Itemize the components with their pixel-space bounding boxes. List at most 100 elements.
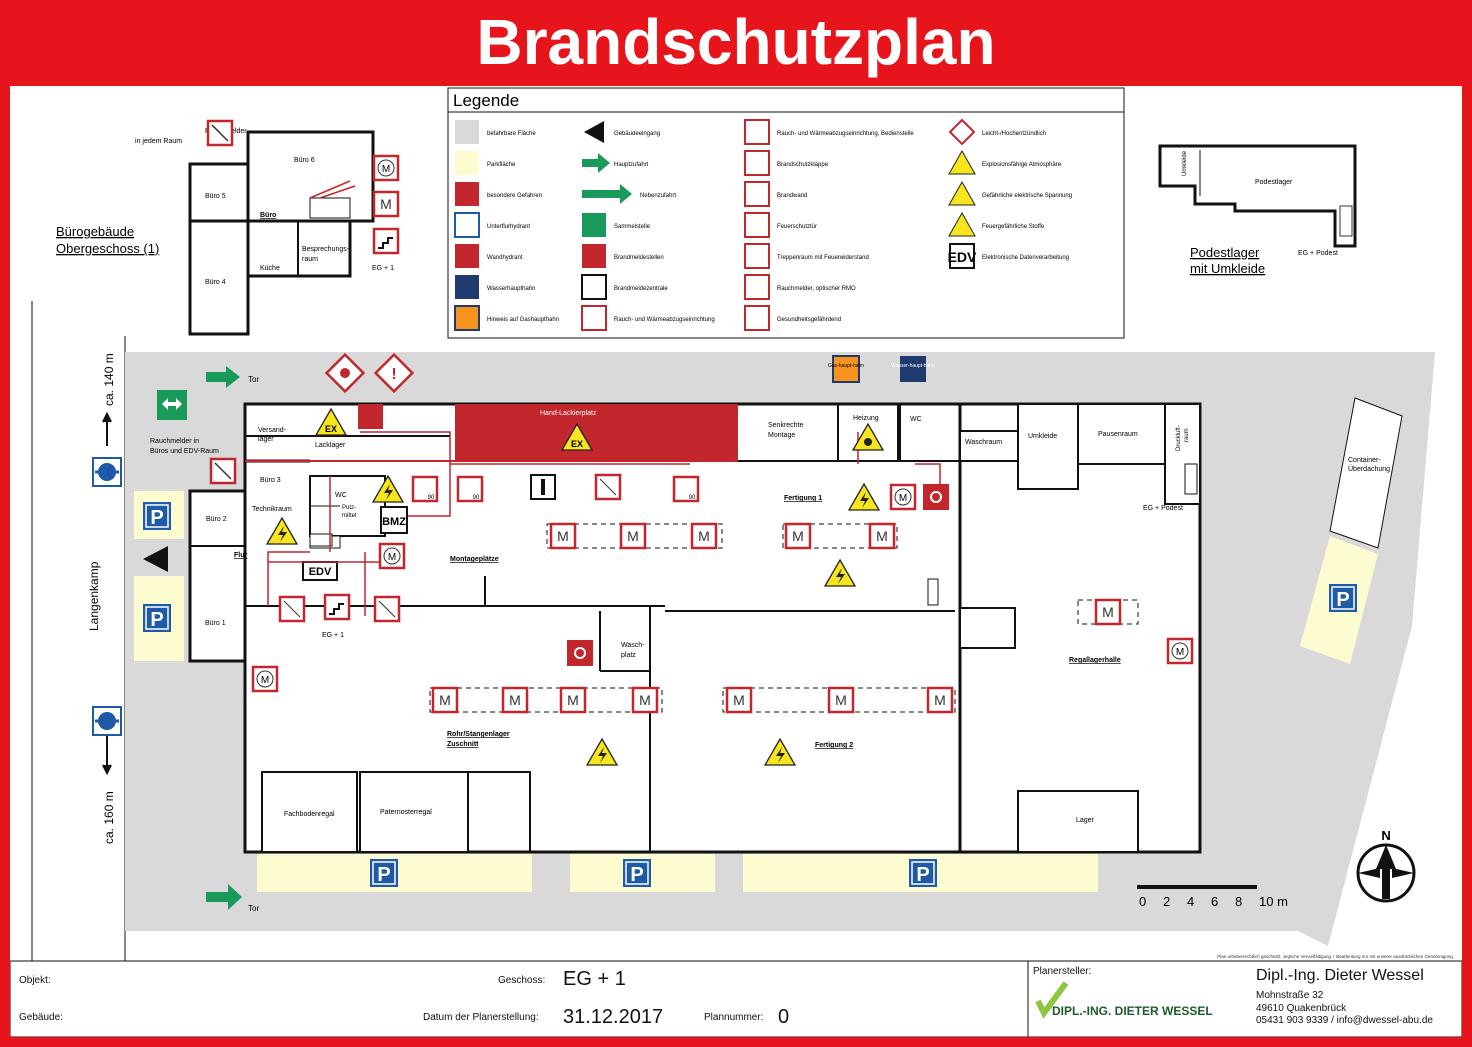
room-label: Hand-Lackierplatz — [540, 410, 597, 417]
parking-sign-south-1 — [369, 858, 399, 888]
upper-room-besprechung-2: raum — [302, 256, 318, 263]
room-labels: Versand- lager Lacklager Hand-Lackierpla… — [205, 410, 1190, 824]
legend-access-arrow-icon — [582, 184, 632, 204]
svg-text:Wasser-haupt-hahn: Wasser-haupt-hahn — [891, 363, 935, 369]
legend-hazard-icon — [948, 211, 976, 237]
legend-item-label: Gesundheitsgefährdend — [777, 317, 841, 323]
legend-swatch-icon — [455, 244, 479, 268]
planersteller-label: Planersteller: — [1033, 966, 1092, 977]
svg-text:!: ! — [391, 366, 396, 383]
room-label: EG + 1 — [322, 632, 344, 639]
smoke-detector-icon — [206, 119, 234, 147]
flammable-diamond-icon — [324, 352, 366, 394]
room-label: lager — [258, 436, 274, 443]
legend-hazard-icon — [948, 118, 976, 146]
datum-label: Datum der Planerstellung: — [423, 1012, 539, 1023]
upper-caption-1: Bürogebäude — [56, 224, 134, 239]
plan-title: Brandschutzplan — [476, 6, 996, 78]
rwa-icon — [372, 190, 400, 218]
parking-sign-east — [1328, 583, 1358, 613]
svg-text:Gas-haupt-hahn: Gas-haupt-hahn — [828, 363, 864, 369]
upper-smoke-note-2: in jedem Raum — [135, 138, 182, 145]
scale-tick-label: 2 — [1163, 894, 1170, 909]
parking-sign-west-2 — [142, 603, 172, 633]
distance-top: ca. 140 m — [102, 353, 116, 406]
parking-sign-south-2 — [622, 858, 652, 888]
planner-logo-icon — [1035, 981, 1069, 1019]
podest-caption-2: mit Umkleide — [1190, 261, 1265, 276]
rwa-icon — [501, 686, 529, 714]
room-label: Montageplätze — [450, 556, 499, 563]
legend-item-label: Elektronische Datenverarbeitung — [982, 255, 1069, 261]
container-label-2: Überdachung — [1348, 465, 1390, 473]
rwa-icon — [784, 522, 812, 550]
rwa-icon — [431, 686, 459, 714]
legend-item-label: Leicht-/Hochentzündlich — [982, 131, 1046, 137]
upper-room-buero-5: Büro 5 — [205, 193, 226, 200]
upper-room-besprechung-1: Besprechungs- — [302, 246, 350, 253]
legend-swatch-icon — [455, 120, 479, 144]
rwa-icon — [559, 686, 587, 714]
room-label: Büro 1 — [205, 620, 226, 627]
svg-text:M: M — [1176, 647, 1184, 658]
svg-text:EX: EX — [571, 439, 583, 449]
upper-room-buero: Büro — [260, 212, 276, 219]
legend-item-label: Parkfläche — [487, 162, 516, 168]
room-label: WC — [910, 416, 922, 423]
plan-sheet: M P Rauchmelder in jedem Raum Büro 6 — [9, 86, 1463, 1038]
hydrant-icon-2 — [92, 706, 122, 736]
legend-item-label: Rauch- und Wärmeabzugseinrichtung, Bedie… — [777, 131, 914, 137]
podest-plan: Podestlager Umkleide EG + Podest Podestl… — [1158, 144, 1357, 276]
room-label: Versand- — [258, 427, 287, 434]
legend-item-label: Brandmeldezentrale — [614, 286, 668, 292]
legend-swatch-icon — [744, 181, 770, 207]
room-label: Lacklager — [315, 442, 346, 449]
fire-damper-icon — [373, 595, 401, 623]
edv-sign-text: EDV — [309, 566, 332, 578]
legend-item-label: befahrbare Fläche — [487, 131, 536, 137]
rwa-control-icon: M — [378, 542, 406, 570]
stairwell-icon — [323, 593, 351, 621]
legend-item-label: Gefährliche elektrische Spannung — [982, 193, 1072, 199]
container-label-1: Container- — [1348, 457, 1381, 464]
legend-item-label: Unterflurhydrant — [487, 224, 530, 230]
room-label: Heizung — [853, 415, 879, 422]
room-label: Fertigung 2 — [815, 742, 853, 749]
legend-item-label: besondere Gefahren — [487, 193, 542, 199]
rwa-icon — [631, 686, 659, 714]
svg-text:M: M — [261, 675, 269, 686]
podest-room: Podestlager — [1255, 179, 1293, 186]
legend-swatch-icon — [582, 244, 606, 268]
legend-item-label: Rauchmelder, optischer RMO — [777, 286, 856, 292]
gebaeude-label: Gebäude: — [19, 1012, 63, 1023]
legend-item-label: Rauch- und Wärmeabzugseinrichtung — [614, 317, 715, 323]
geschoss-value: EG + 1 — [563, 968, 626, 990]
copyright-note: Plan urheberrechtlich geschützt. Jeglich… — [1217, 954, 1454, 959]
planner-logo-text: DIPL.-ING. DIETER WESSEL — [1052, 1004, 1213, 1018]
stairwell-icon — [372, 227, 400, 255]
upper-stair-label: EG + 1 — [372, 265, 394, 272]
scale-tick-label: 8 — [1235, 894, 1242, 909]
fire-alarm-control-panel-icon: BMZ — [380, 506, 408, 534]
legend-item-label: Wandhydrant — [487, 255, 523, 261]
scale-tick-label: 6 — [1211, 894, 1218, 909]
fire-protection-plan: M P Rauchmelder in jedem Raum Büro 6 — [9, 87, 1463, 1038]
room-label: Putz- — [342, 505, 356, 511]
room-label: Waschraum — [965, 439, 1002, 446]
smoke-note-1: Rauchmelder in — [150, 438, 199, 445]
gate-label-north: Tor — [248, 375, 259, 384]
fire-door-icon: 90 — [411, 475, 439, 503]
objekt-label: Objekt: — [19, 975, 51, 986]
legend-item-label: Brandschutzklappe — [777, 162, 829, 168]
wall-hydrant-icon — [923, 484, 949, 510]
svg-text:90: 90 — [473, 495, 480, 501]
fire-door-icon: 90 — [456, 475, 484, 503]
legend-swatch-icon — [744, 274, 770, 300]
legend-swatch-icon — [582, 213, 606, 237]
room-label: Flur — [234, 552, 247, 559]
water-main-valve-icon: Wasser-haupt-hahn — [891, 356, 935, 382]
smoke-detector-note-icon — [209, 457, 237, 485]
legend-item-label: Feuergefährliche Stoffe — [982, 224, 1045, 230]
svg-text:EX: EX — [325, 424, 337, 434]
